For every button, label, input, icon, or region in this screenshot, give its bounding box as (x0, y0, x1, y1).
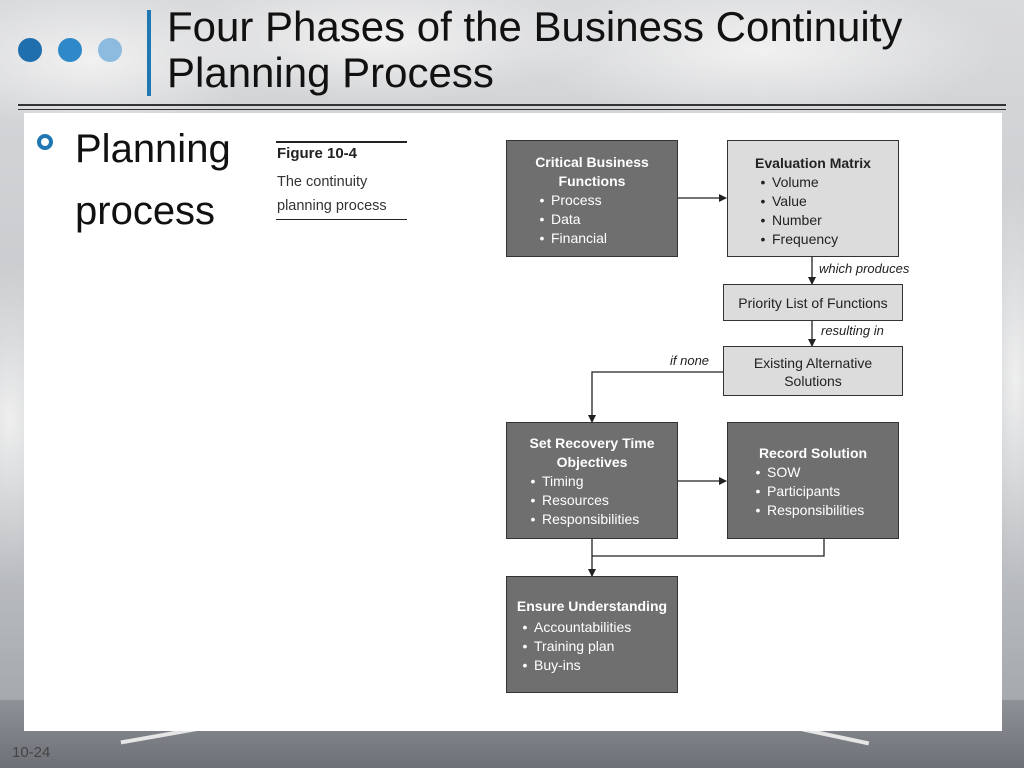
title-accent-bar (147, 10, 151, 96)
list-item: Timing (524, 472, 677, 491)
figure-caption-line-1: The continuity (277, 174, 368, 190)
list-item: Participants (749, 482, 898, 501)
figure-rule-bottom (276, 219, 407, 220)
bullet-line-2: process (75, 189, 216, 233)
slide-number: 10-24 (12, 744, 51, 761)
title-divider-thin (18, 109, 1006, 110)
list-item: SOW (749, 463, 898, 482)
box-title-line: Functions (558, 173, 626, 189)
box-evaluation-matrix: Evaluation Matrix Volume Value Number Fr… (727, 140, 899, 257)
list-item: Frequency (754, 230, 898, 249)
box-title: Critical Business Functions (507, 153, 677, 191)
box-list: SOW Participants Responsibilities (749, 463, 898, 520)
figure-caption-line-2: planning process (277, 198, 387, 214)
decorative-dots (18, 38, 122, 62)
slide-title-line-1: Four Phases of the Business Continuity (167, 3, 903, 50)
box-title: Set Recovery Time Objectives (507, 434, 677, 472)
edge-label-if-none: if none (670, 353, 710, 368)
box-title: Record Solution (758, 445, 868, 461)
list-item: Process (533, 191, 677, 210)
box-title-line: Critical Business (535, 154, 649, 170)
list-item: Responsibilities (749, 501, 898, 520)
arrow-existing-to-recovery (588, 371, 724, 423)
box-title: Evaluation Matrix (755, 155, 871, 171)
box-title: Ensure Understanding (516, 598, 668, 614)
list-item: Value (754, 192, 898, 211)
box-title-line: Objectives (556, 454, 628, 470)
list-item: Buy-ins (516, 656, 677, 675)
box-title: Priority List of Functions (738, 295, 888, 311)
box-title-line: Existing Alternative (753, 355, 873, 371)
list-item: Responsibilities (524, 510, 677, 529)
figure-rule-top (276, 141, 407, 143)
dot-icon (18, 38, 42, 62)
slide-title-line-2: Planning Process (167, 49, 494, 96)
line-record-to-merge (592, 539, 825, 557)
box-list: Process Data Financial (533, 191, 677, 248)
bullet-line-1: Planning (75, 127, 231, 171)
figure-caption: The continuity planning process (277, 170, 412, 218)
bullet-icon (37, 134, 53, 150)
list-item: Training plan (516, 637, 677, 656)
dot-icon (98, 38, 122, 62)
box-record-solution: Record Solution SOW Participants Respons… (727, 422, 899, 539)
list-item: Financial (533, 229, 677, 248)
list-item: Resources (524, 491, 677, 510)
box-set-recovery-time: Set Recovery Time Objectives Timing Reso… (506, 422, 678, 539)
bullet-text: Planning process (75, 118, 260, 242)
box-list: Timing Resources Responsibilities (524, 472, 677, 529)
box-existing-alternative: Existing Alternative Solutions (723, 346, 903, 396)
box-list: Accountabilities Training plan Buy-ins (516, 618, 677, 675)
box-priority-list: Priority List of Functions (723, 284, 903, 321)
edge-label-resulting: resulting in (821, 323, 884, 338)
dot-icon (58, 38, 82, 62)
slide-title: Four Phases of the Business Continuity P… (167, 4, 1007, 96)
list-item: Volume (754, 173, 898, 192)
box-title-line: Set Recovery Time (529, 435, 655, 451)
edge-label-produces: which produces (819, 261, 910, 276)
box-list: Volume Value Number Frequency (754, 173, 898, 249)
figure-label: Figure 10-4 (277, 145, 358, 162)
box-critical-business-functions: Critical Business Functions Process Data… (506, 140, 678, 257)
list-item: Number (754, 211, 898, 230)
list-item: Accountabilities (516, 618, 677, 637)
box-title-line: Solutions (784, 373, 842, 389)
box-ensure-understanding: Ensure Understanding Accountabilities Tr… (506, 576, 678, 693)
list-item: Data (533, 210, 677, 229)
title-divider (18, 104, 1006, 106)
